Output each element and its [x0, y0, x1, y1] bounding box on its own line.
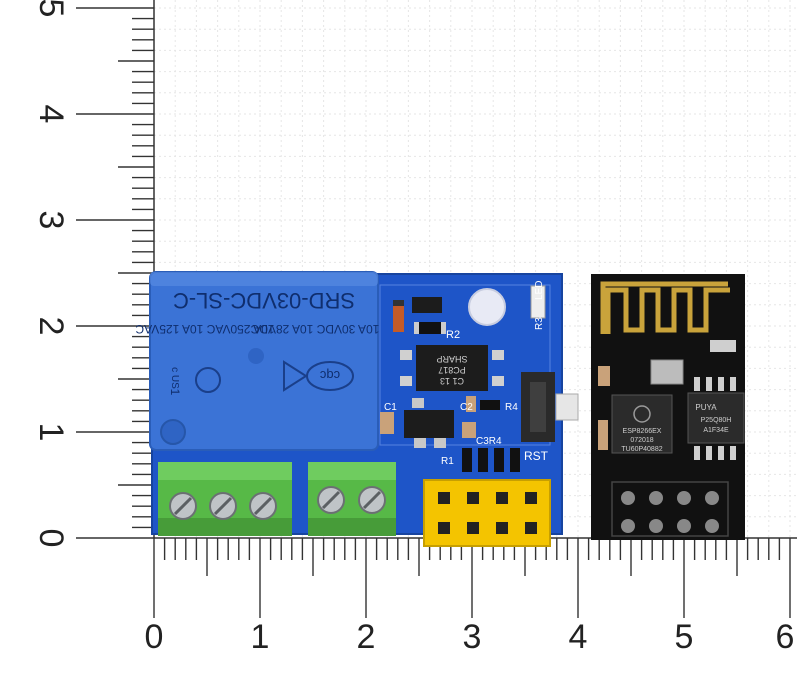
esp-chip-text-1: ESP8266EX: [623, 428, 662, 435]
cqc-mark: cqc: [319, 368, 340, 383]
esp-header-socket: [423, 479, 551, 547]
x-ruler-label: 0: [145, 618, 164, 656]
flash-text-2: P25Q80H: [701, 417, 732, 424]
x-ruler-label: 2: [357, 618, 376, 656]
ul-mark-text: c US: [169, 367, 180, 389]
opto-text-3: C1 13: [440, 376, 464, 386]
silk-r4: R4: [505, 402, 518, 413]
x-ruler-label: 3: [463, 618, 482, 656]
mounting-hole: [468, 288, 506, 326]
y-ruler-label: 2: [32, 317, 70, 336]
flash-chip-markings: PUYA P25Q80H A1F34E: [695, 403, 731, 434]
x-ruler-label: 4: [569, 618, 588, 656]
transistor: [412, 297, 442, 313]
horizontal-ruler: [153, 537, 797, 618]
vertical-ruler-labels: 0 1 2 3 4 5: [32, 0, 70, 547]
resistor-row: [462, 422, 520, 472]
resistor-r2: [414, 322, 446, 334]
regulator-chip: [404, 398, 454, 448]
silk-c3r4: C3R4: [476, 436, 502, 447]
relay-markings: SRD-03VDC-SL-C 10A 250VAC 10A 125VAC 10A…: [135, 288, 379, 396]
relay-rating-text-2: 10A 30VDC 10A 28VDC: [250, 322, 379, 336]
led-indicator: [530, 285, 546, 319]
relay-pin-label: 1: [168, 389, 182, 396]
optocoupler-markings: SHARP PC817 C1 13: [436, 354, 467, 386]
opto-text-2: PC817: [438, 365, 466, 375]
screw-terminal-2pin: [308, 462, 396, 536]
silk-rst: RST: [524, 449, 549, 463]
horizontal-ruler-labels: 0 1 2 3 4 5 6: [145, 618, 795, 656]
relay: [149, 271, 379, 451]
optocoupler: [400, 345, 504, 391]
pcb-silkscreen: R2 R3 LED C1 C2 R4 R1 C3R4 RST: [384, 281, 549, 467]
small-caps: [380, 396, 500, 434]
silk-c2: C2: [460, 402, 473, 413]
y-ruler-label: 4: [32, 105, 70, 124]
y-ruler-label: 1: [32, 423, 70, 442]
flash-text-1: PUYA: [695, 403, 717, 412]
screw-terminal-3pin: [158, 462, 292, 536]
relay-rating-text-1: 10A 250VAC 10A 125VAC: [135, 322, 274, 336]
opto-text-1: SHARP: [436, 354, 467, 364]
reset-button: [521, 372, 579, 442]
x-ruler-label: 5: [675, 618, 694, 656]
flash-text-3: A1F34E: [703, 427, 729, 434]
esp01-module: [591, 274, 745, 540]
silk-r3: R3: [534, 317, 545, 330]
diode: [393, 300, 404, 332]
x-ruler-label: 1: [251, 618, 270, 656]
vertical-ruler: [76, 0, 155, 539]
y-ruler-label: 5: [32, 0, 70, 17]
silk-r2: R2: [446, 329, 460, 341]
silk-c1: C1: [384, 402, 397, 413]
esp-chip-text-3: TU60P40882: [621, 446, 662, 453]
esp-chip-markings: ESP8266EX 072018 TU60P40882: [621, 428, 662, 453]
esp-chip-text-2: 072018: [630, 437, 653, 444]
relay-model-text: SRD-03VDC-SL-C: [173, 288, 355, 313]
y-ruler-label: 3: [32, 211, 70, 230]
silk-r1: R1: [441, 456, 454, 467]
silk-led: LED: [534, 281, 545, 300]
y-ruler-label: 0: [32, 529, 70, 548]
x-ruler-label: 6: [776, 618, 795, 656]
